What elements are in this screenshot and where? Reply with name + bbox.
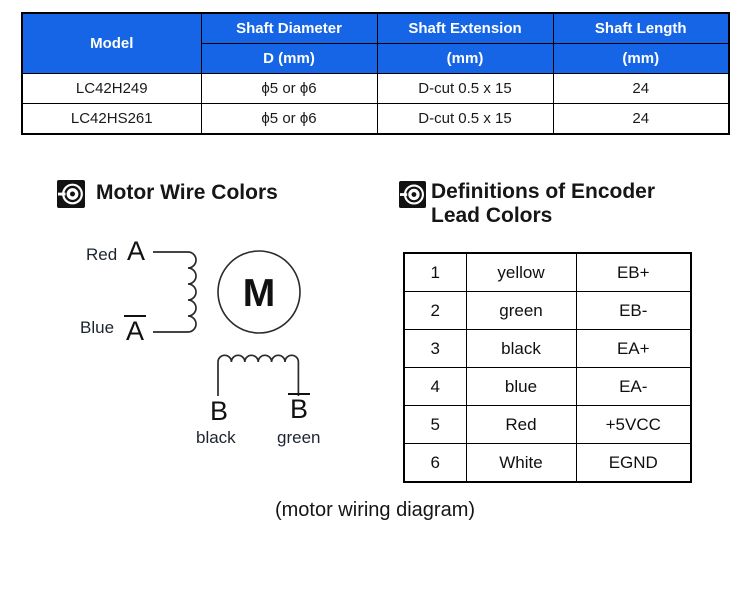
encoder-pin: 6 xyxy=(403,443,467,483)
encoder-signal: EA- xyxy=(575,367,692,406)
phase-a-bar-wire-color-label: Blue xyxy=(80,318,115,337)
phase-b-terminal-label: B xyxy=(210,396,229,426)
phase-b-wire-color-label: black xyxy=(196,428,236,447)
encoder-row: 5 Red +5VCC xyxy=(403,405,692,444)
spec-cell-extension: D-cut 0.5 x 15 xyxy=(376,103,554,135)
motor-wire-colors-heading: Motor Wire Colors xyxy=(96,181,278,204)
spec-cell-model: LC42H249 xyxy=(21,73,202,104)
encoder-color: yellow xyxy=(465,252,577,292)
spec-header-row-2: D (mm) (mm) (mm) xyxy=(22,43,730,74)
encoder-signal: EB+ xyxy=(575,252,692,292)
encoder-color: green xyxy=(465,291,577,330)
encoder-heading-line1: Definitions of Encoder xyxy=(431,180,656,203)
encoder-row: 2 green EB- xyxy=(403,291,692,330)
encoder-pin: 3 xyxy=(403,329,467,368)
phase-a-bar-terminal-label: A xyxy=(124,315,147,346)
encoder-heading-line2: Lead Colors xyxy=(431,204,553,227)
encoder-row: 3 black EA+ xyxy=(403,329,692,368)
a-bar-letter: A xyxy=(124,315,147,346)
encoder-row: 4 blue EA- xyxy=(403,367,692,406)
phase-b-winding xyxy=(217,354,300,396)
encoder-lead-table: 1 yellow EB+ 2 green EB- 3 black EA+ 4 b… xyxy=(403,252,692,483)
motor-rotation-icon xyxy=(57,180,85,208)
b-bar-letter: B xyxy=(288,393,311,424)
phase-b-bar-wire-color-label: green xyxy=(277,428,321,447)
encoder-pin: 4 xyxy=(403,367,467,406)
encoder-heading: Definitions of Encoder Lead Colors xyxy=(431,180,655,228)
encoder-color: Red xyxy=(465,405,577,444)
encoder-pin: 2 xyxy=(403,291,467,330)
spec-unit-shaft-extension: (mm) xyxy=(376,43,554,74)
phase-a-wire-color-label: Red xyxy=(86,245,118,264)
encoder-color: blue xyxy=(465,367,577,406)
encoder-color: White xyxy=(465,443,577,483)
shaft-spec-table: Model Shaft Diameter Shaft Extension Sha… xyxy=(21,12,730,135)
encoder-rotation-icon xyxy=(399,181,426,208)
spec-row-lc42h249: LC42H249 ϕ5 or ϕ6 D-cut 0.5 x 15 24 xyxy=(21,73,730,104)
spec-cell-length: 24 xyxy=(552,103,730,135)
encoder-signal: EA+ xyxy=(575,329,692,368)
motor-symbol-letter: M xyxy=(242,272,276,315)
spec-cell-extension: D-cut 0.5 x 15 xyxy=(376,73,554,104)
spec-unit-shaft-length: (mm) xyxy=(552,43,730,74)
encoder-row: 1 yellow EB+ xyxy=(403,252,692,292)
encoder-signal: EGND xyxy=(575,443,692,483)
encoder-pin: 5 xyxy=(403,405,467,444)
phase-a-terminal-label: A xyxy=(127,236,146,266)
encoder-signal: +5VCC xyxy=(575,405,692,444)
spec-header-shaft-length: Shaft Length xyxy=(552,12,730,44)
phase-b-bar-terminal-label: B xyxy=(288,393,311,424)
spec-cell-model: LC42HS261 xyxy=(21,103,202,135)
encoder-row: 6 White EGND xyxy=(403,443,692,483)
phase-a-winding xyxy=(153,251,197,333)
spec-cell-diameter: ϕ5 or ϕ6 xyxy=(200,73,378,104)
spec-row-lc42hs261: LC42HS261 ϕ5 or ϕ6 D-cut 0.5 x 15 24 xyxy=(21,103,730,135)
spec-header-shaft-diameter: Shaft Diameter xyxy=(200,12,378,44)
encoder-color: black xyxy=(465,329,577,368)
encoder-signal: EB- xyxy=(575,291,692,330)
encoder-pin: 1 xyxy=(403,252,467,292)
spec-unit-shaft-diameter: D (mm) xyxy=(200,43,378,74)
spec-cell-length: 24 xyxy=(552,73,730,104)
diagram-caption: (motor wiring diagram) xyxy=(274,499,476,521)
motor-circle xyxy=(217,250,301,334)
